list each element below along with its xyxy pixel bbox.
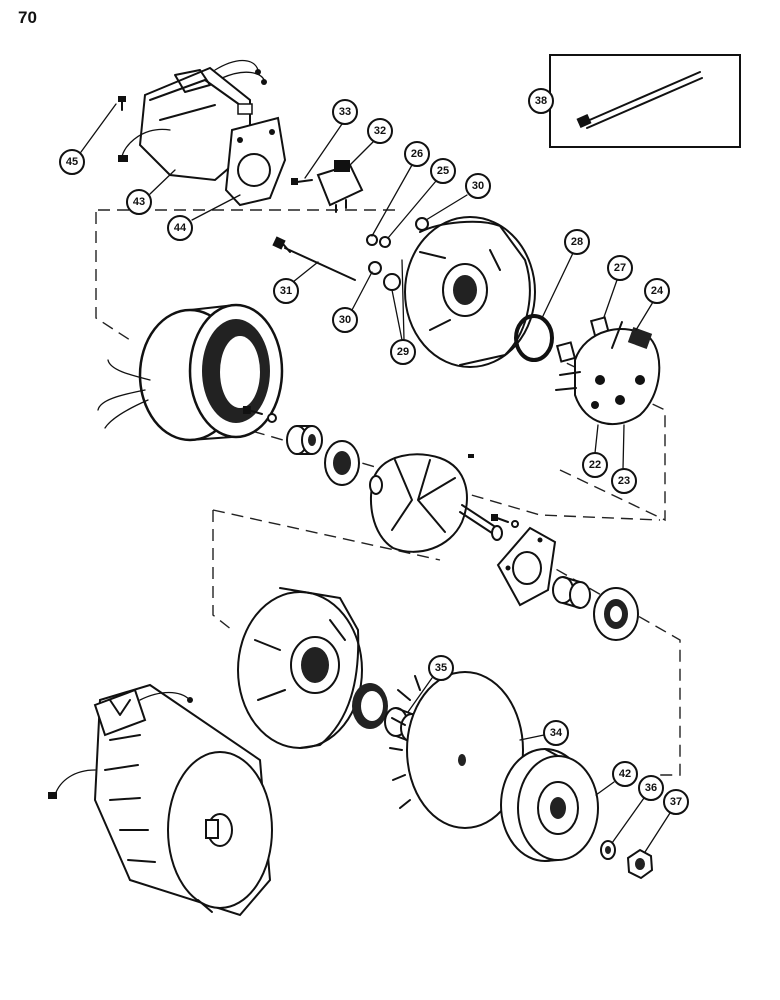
callout-29: 29 [390, 259, 416, 365]
switch-screw [291, 178, 313, 185]
o-ring [514, 314, 554, 362]
front-sleeve [552, 576, 591, 609]
page-number: 70 [18, 8, 37, 27]
front-bearing [593, 587, 639, 641]
callout-24: 24 [635, 278, 670, 331]
tie-strap-inset-box [549, 54, 741, 148]
callout-30-upper: 30 [425, 173, 491, 221]
assembled-alternator [48, 683, 273, 917]
callout-32: 32 [344, 118, 393, 171]
callout-37: 37 [644, 789, 689, 853]
pulley-nut [626, 848, 654, 880]
pulley [500, 748, 599, 862]
callout-36: 36 [611, 775, 664, 844]
svg-text:29: 29 [397, 346, 409, 358]
through-bolt [272, 236, 356, 281]
svg-text:44: 44 [174, 222, 187, 234]
front-seal [352, 683, 388, 729]
svg-text:35: 35 [435, 662, 447, 674]
upper-group-dashed-outline [95, 209, 666, 522]
svg-text:23: 23 [618, 475, 630, 487]
retainer-screw [491, 514, 519, 528]
rotor [369, 453, 503, 553]
callout-44: 44 [167, 194, 241, 241]
svg-text:26: 26 [411, 148, 423, 160]
mounting-screw [118, 96, 126, 111]
svg-text:42: 42 [619, 768, 631, 780]
callout-26: 26 [371, 141, 430, 237]
svg-text:27: 27 [614, 262, 626, 274]
stator [97, 303, 284, 442]
callout-45: 45 [59, 103, 117, 175]
svg-text:32: 32 [374, 125, 386, 137]
svg-text:30: 30 [472, 180, 484, 192]
rectifier-bridge [555, 321, 661, 425]
svg-text:31: 31 [280, 285, 292, 297]
callout-25: 25 [387, 158, 456, 239]
svg-text:30: 30 [339, 314, 351, 326]
cooling-fan [389, 671, 524, 829]
rotor-spacer [286, 425, 323, 455]
slip-ring-end-frame [404, 216, 536, 368]
callout-43: 43 [126, 169, 176, 215]
svg-text:38: 38 [535, 95, 547, 107]
gasket [224, 116, 287, 207]
rotor-bearing-rear [324, 440, 360, 486]
svg-text:22: 22 [589, 459, 601, 471]
svg-text:33: 33 [339, 106, 351, 118]
callout-28: 28 [541, 229, 590, 319]
pulley-washer [600, 840, 616, 860]
regulator-switch [316, 160, 364, 213]
callout-38: 38 [528, 88, 554, 114]
svg-text:36: 36 [645, 782, 657, 794]
rotor-fasteners [243, 406, 277, 423]
callout-42: 42 [595, 761, 638, 796]
svg-text:24: 24 [651, 285, 664, 297]
callout-30-lower: 30 [332, 271, 373, 333]
svg-text:37: 37 [670, 796, 682, 808]
drive-end-frame [237, 587, 363, 749]
svg-text:43: 43 [133, 196, 145, 208]
callout-34: 34 [519, 720, 569, 746]
callout-31: 31 [273, 261, 319, 304]
bearing-retainer-plate [496, 526, 557, 607]
regulator-assembly [118, 59, 267, 182]
svg-text:28: 28 [571, 236, 583, 248]
callout-23: 23 [611, 424, 637, 494]
tie-strap [576, 71, 703, 129]
svg-text:45: 45 [66, 156, 78, 168]
rotor-key [468, 454, 474, 458]
callout-35: 35 [407, 655, 454, 713]
callout-27: 27 [603, 255, 633, 318]
callout-33: 33 [304, 99, 358, 179]
callout-22: 22 [582, 424, 608, 478]
svg-text:25: 25 [437, 165, 449, 177]
svg-text:34: 34 [550, 727, 563, 739]
